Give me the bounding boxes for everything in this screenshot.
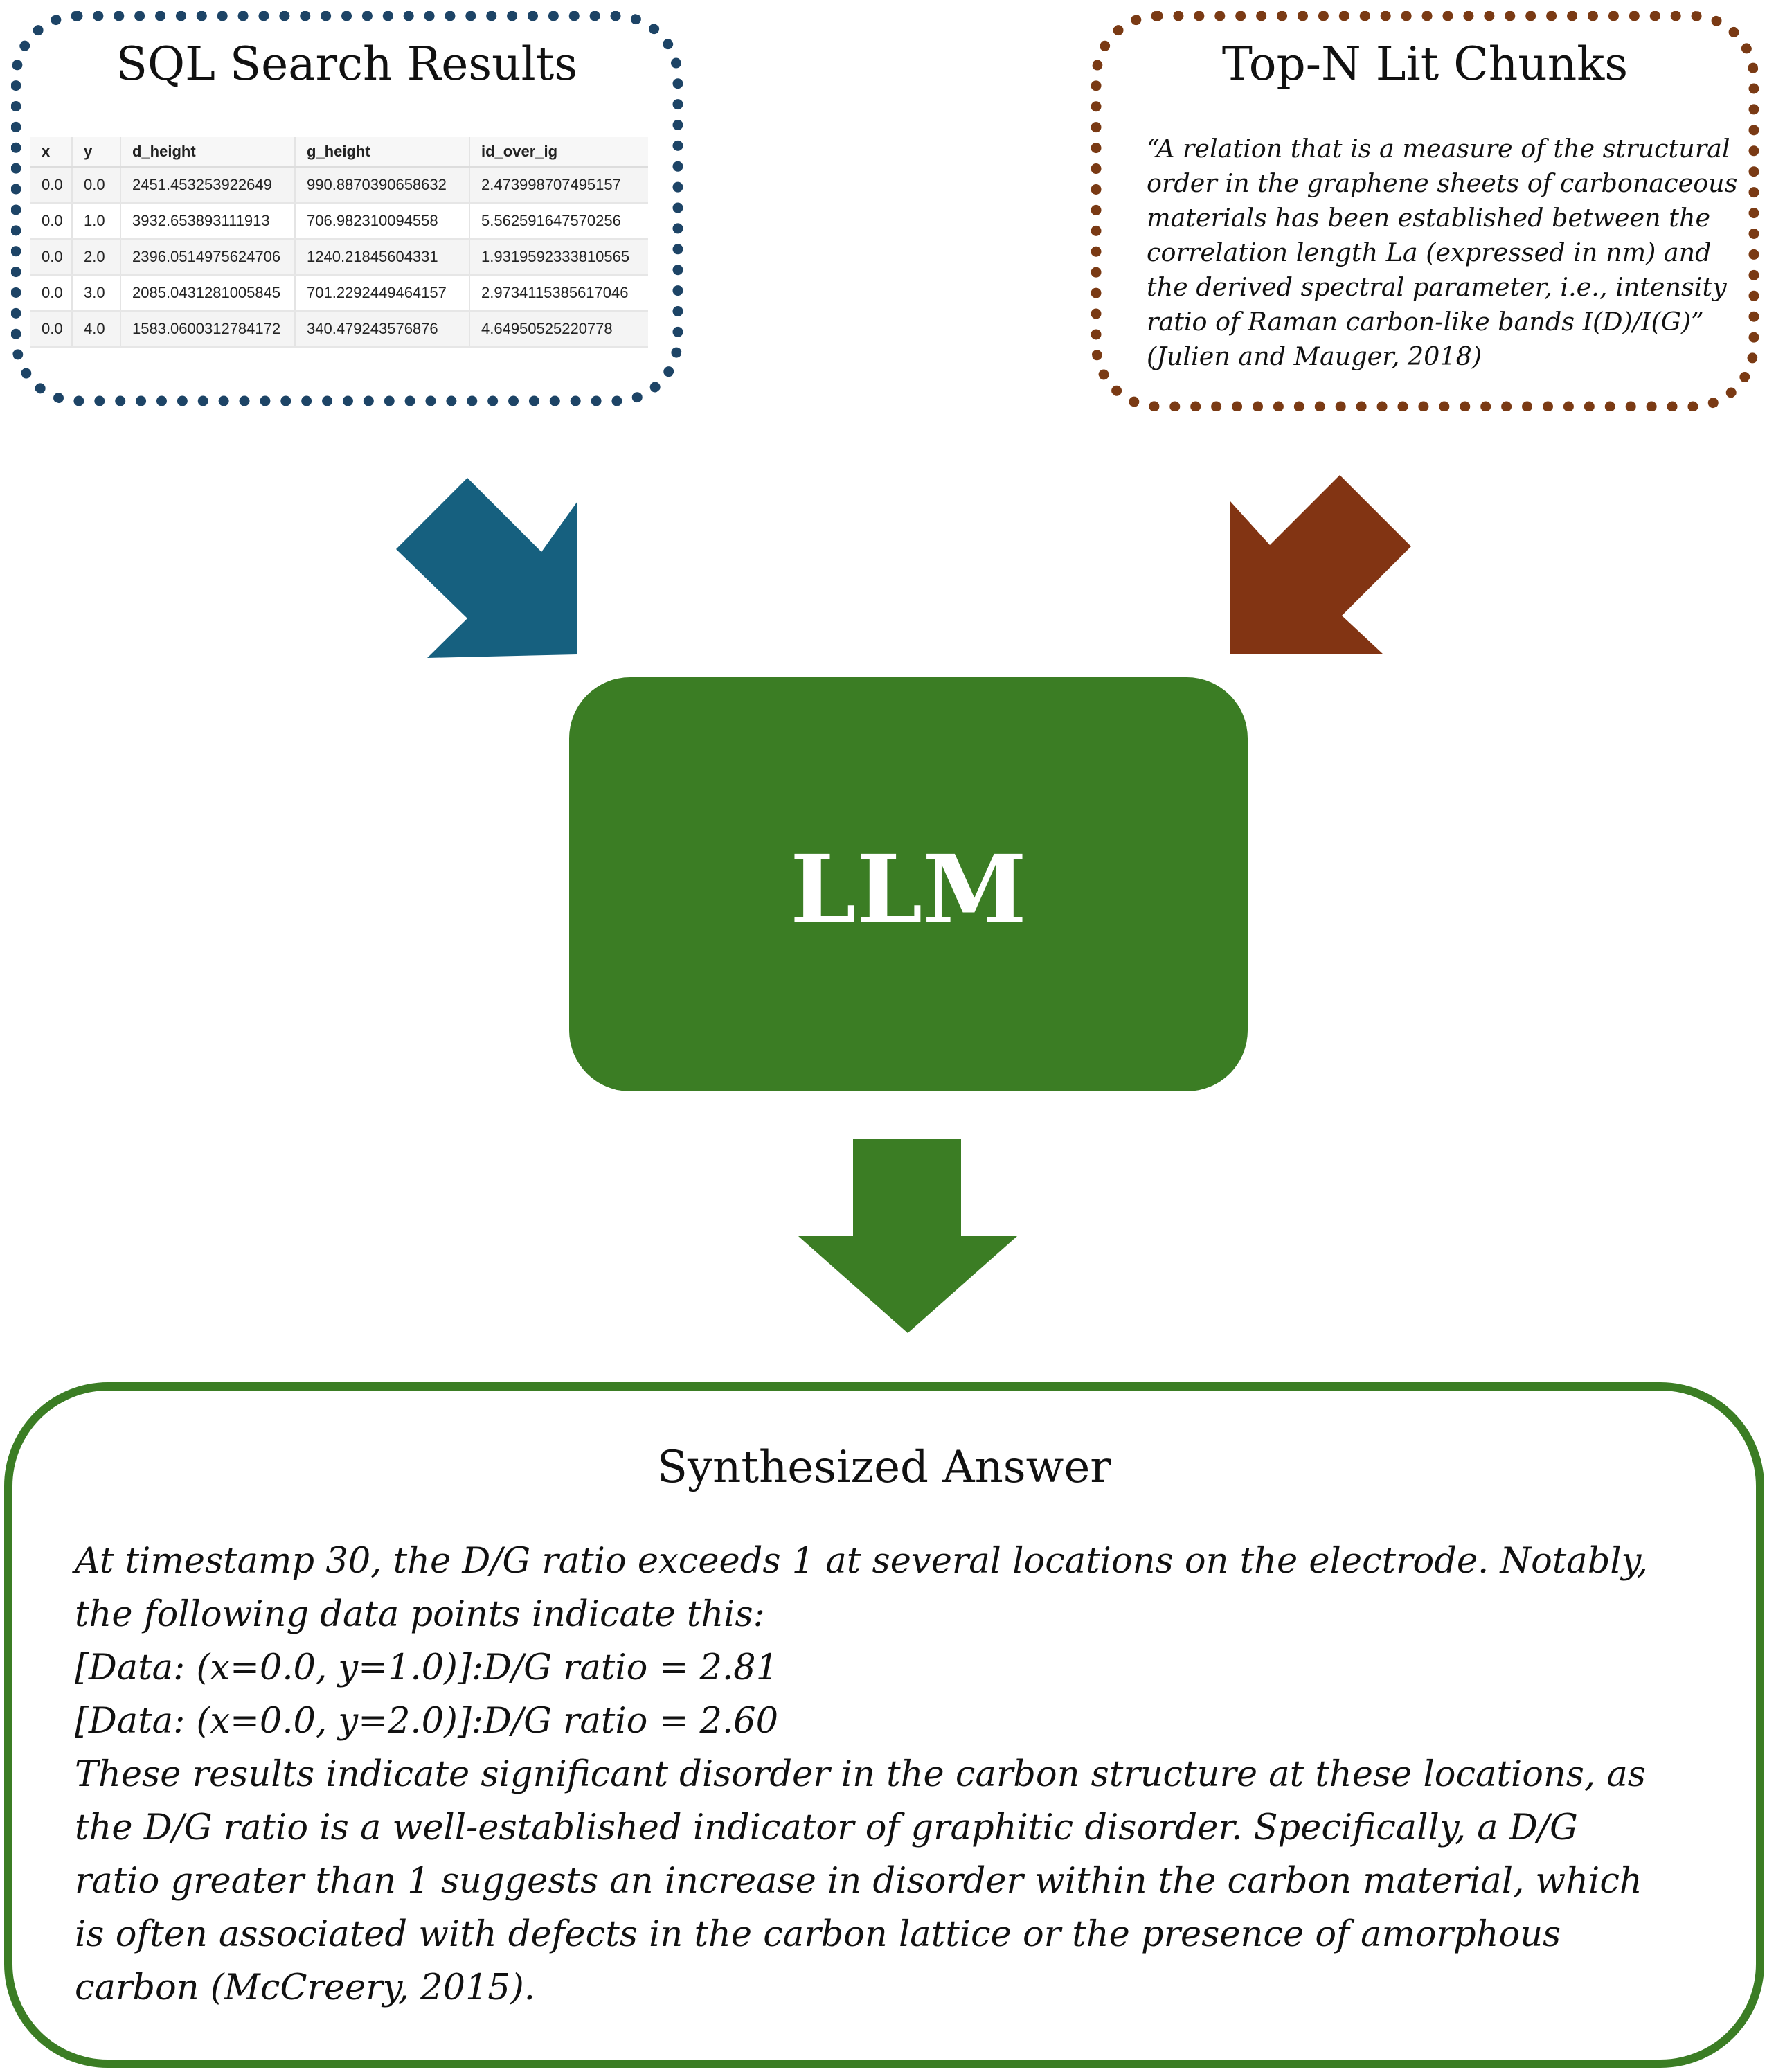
synthesized-answer-panel [4,1382,1764,2068]
table-cell: 1.0 [71,203,120,240]
table-cell: 0.0 [30,311,72,348]
quote-citation: (Julien and Mauger, 2018) [1147,341,1482,371]
quote-line: correlation length La (expressed in nm) … [1147,238,1712,267]
lit-to-llm-arrow [1230,475,1411,654]
table-cell: 990.8870390658632 [294,167,469,204]
table-cell: 1.9319592333810565 [469,239,648,276]
table-cell: 2.9734115385617046 [469,275,648,312]
llm-box [569,677,1248,1091]
table-cell: 340.479243576876 [294,311,469,348]
table-row: 0.0 3.0 2085.0431281005845 701.229244946… [30,275,648,312]
table-cell: 2.0 [71,239,120,276]
column-header-d-height: d_height [120,137,295,168]
answer-line: At timestamp 30, the D/G ratio exceeds 1… [75,1541,1648,1582]
answer-line: is often associated with defects in the … [75,1914,1561,1955]
table-cell: 3932.653893111913 [120,203,295,240]
lit-chunks-panel [1091,11,1759,411]
answer-line: the following data points indicate this: [75,1594,765,1635]
sql-to-llm-arrow [396,478,577,658]
quote-line: ratio of Raman carbon-like bands I(D)/I(… [1147,307,1704,337]
table-cell: 2451.453253922649 [120,167,295,204]
column-header-x: x [30,137,72,168]
table-cell: 0.0 [71,167,120,204]
llm-label: LLM [790,834,1027,945]
quote-line: materials has been established between t… [1147,203,1711,233]
column-header-id-over-ig: id_over_ig [469,137,648,168]
table-cell: 0.0 [30,167,72,204]
table-cell: 2085.0431281005845 [120,275,295,312]
table-cell: 706.982310094558 [294,203,469,240]
column-header-y: y [71,137,120,168]
column-header-g-height: g_height [294,137,469,168]
synthesized-answer-title: Synthesized Answer [657,1442,1111,1493]
table-row: 0.0 2.0 2396.0514975624706 1240.21845604… [30,239,648,276]
table-cell: 2.473998707495157 [469,167,648,204]
llm-to-answer-arrow [798,1139,1017,1333]
lit-chunks-title: Top-N Lit Chunks [1221,37,1629,91]
sql-results-title: SQL Search Results [116,37,578,91]
answer-line: the D/G ratio is a well-established indi… [75,1807,1578,1848]
answer-line: carbon (McCreery, 2015). [75,1967,535,2008]
quote-line: order in the graphene sheets of carbonac… [1147,168,1738,198]
table-cell: 3.0 [71,275,120,312]
answer-line: ratio greater than 1 suggests an increas… [75,1861,1642,1902]
table-cell: 0.0 [30,275,72,312]
answer-line: [Data: (x=0.0, y=2.0)]:D/G ratio = 2.60 [75,1701,779,1742]
table-cell: 1583.0600312784172 [120,311,295,348]
table-cell: 0.0 [30,239,72,276]
lit-chunk-quote: “A relation that is a measure of the str… [1147,132,1738,374]
table-cell: 2396.0514975624706 [120,239,295,276]
quote-line: “A relation that is a measure of the str… [1147,134,1730,163]
table-cell: 4.64950525220778 [469,311,648,348]
table-cell: 4.0 [71,311,120,348]
sql-results-panel [11,11,683,406]
answer-line: These results indicate significant disor… [75,1754,1646,1795]
table-cell: 0.0 [30,203,72,240]
answer-line: [Data: (x=0.0, y=1.0)]:D/G ratio = 2.81 [75,1647,779,1688]
quote-line: the derived spectral parameter, i.e., in… [1147,272,1727,302]
table-cell: 1240.21845604331 [294,239,469,276]
table-row: 0.0 4.0 1583.0600312784172 340.479243576… [30,311,648,348]
table-row: 0.0 0.0 2451.453253922649 990.8870390658… [30,167,648,204]
table-cell: 5.562591647570256 [469,203,648,240]
table-header-row: x y d_height g_height id_over_ig [30,137,648,168]
sql-results-table: x y d_height g_height id_over_ig 0.0 0.0… [30,137,648,348]
synthesized-answer-text: At timestamp 30, the D/G ratio exceeds 1… [75,1535,1737,2015]
table-cell: 701.2292449464157 [294,275,469,312]
table-row: 0.0 1.0 3932.653893111913 706.9823100945… [30,203,648,240]
